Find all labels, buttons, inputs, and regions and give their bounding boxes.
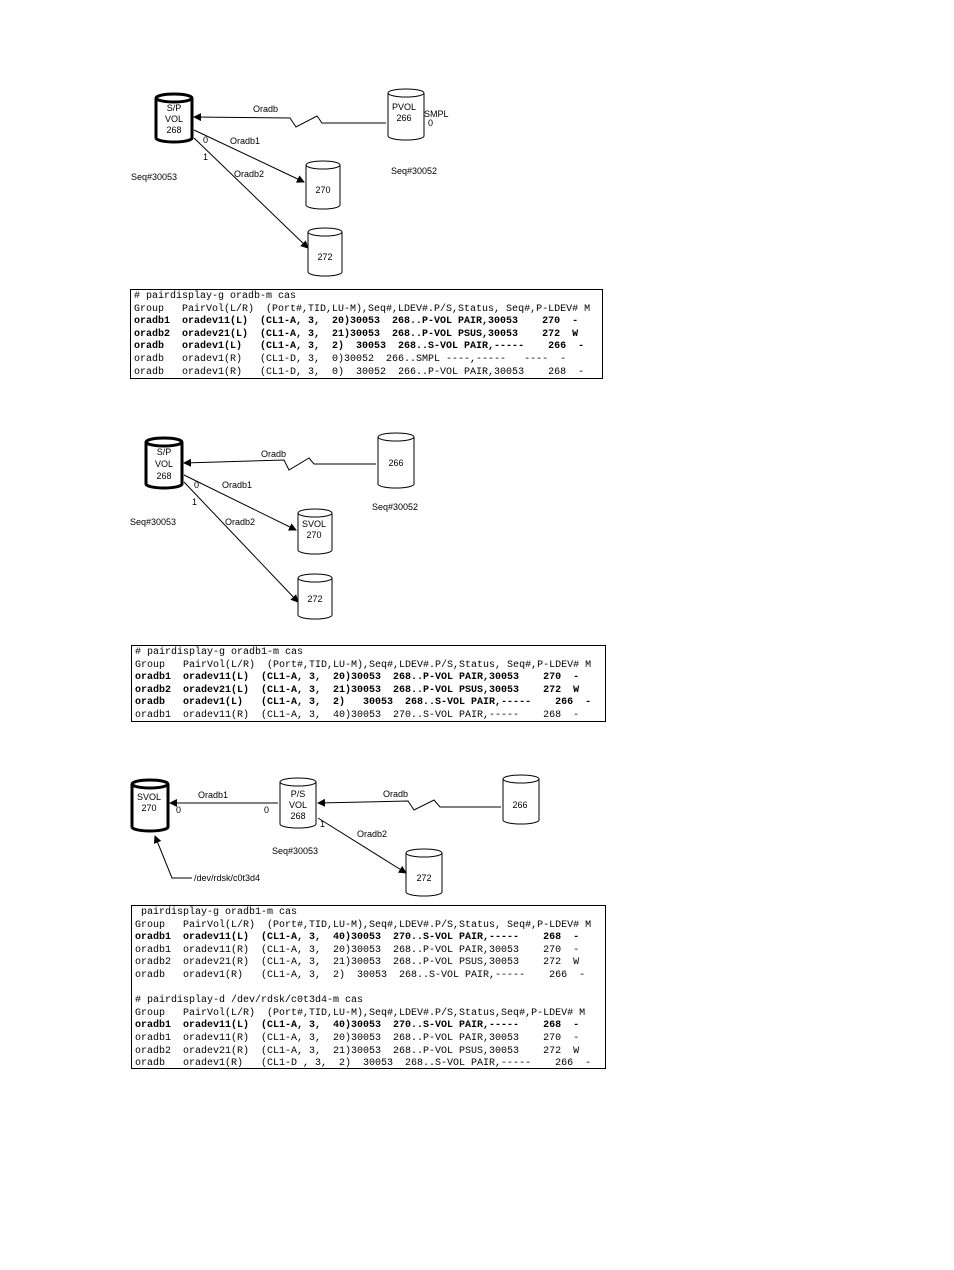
ps-vol-label-1: P/S	[291, 789, 306, 799]
diagram-1: S/P VOL 268 PVOL 266 SMPL 0 270 272 Orad…	[131, 88, 449, 277]
oradb2-link-label: Oradb2	[234, 169, 264, 179]
sp-vol-label-1: S/P	[167, 103, 182, 113]
oradb1-link-label: Oradb1	[198, 790, 228, 800]
terminal-line: oradb oradev1(R) (CL1-D , 3, 2) 30053 26…	[135, 1058, 592, 1069]
sp-vol-label-2: VOL	[165, 114, 183, 124]
seq-left-label: Seq#30053	[130, 517, 176, 527]
oradb1-link	[183, 474, 297, 531]
terminal-line: Group PairVol(L/R) (Port#,TID,LU-M),Seq#…	[135, 1007, 586, 1019]
vol-270-cylinder: 270	[305, 160, 341, 210]
terminal-line	[135, 983, 602, 996]
vol-272-label: 272	[307, 594, 322, 604]
ps-vol-label-2: VOL	[289, 800, 307, 810]
svol-270-label-2: 270	[141, 803, 156, 813]
vol-266-cylinder: 266	[502, 774, 540, 825]
pvol-cylinder: PVOL 266	[387, 88, 425, 141]
terminal-line: Group PairVol(L/R) (Port#,TID,LU-M),Seq#…	[135, 659, 592, 671]
pvol-label-1: PVOL	[392, 102, 416, 112]
sp-vol-label-3: 268	[156, 471, 171, 481]
terminal-line: oradb1 oradev11(R) (CL1-A, 3, 40)30053 2…	[135, 709, 580, 721]
vol-266-label: 266	[512, 800, 527, 810]
oradb-link-label: Oradb	[383, 789, 408, 799]
terminal-line: # pairdisplay-d /dev/rdsk/c0t3d4-m cas	[135, 995, 364, 1007]
oradb-link	[193, 113, 386, 128]
terminal-line: oradb1 oradev11(L) (CL1-A, 3, 40)30053 2…	[135, 1020, 580, 1032]
diagram-3: SVOL 270 P/S VOL 268 266 272 Oradb1 0 0 …	[130, 774, 540, 897]
terminal-line: oradb1 oradev11(L) (CL1-A, 3, 20)30053 2…	[135, 672, 580, 684]
seq-right-label: Seq#30052	[391, 166, 437, 176]
oradb2-link-label: Oradb2	[357, 829, 387, 839]
mu-svol-0-label: 0	[176, 805, 181, 815]
terminal-line: oradb1 oradev11(L) (CL1-A, 3, 40)30053 2…	[135, 932, 580, 944]
terminal-line: oradb oradev1(R) (CL1-A, 3, 2) 30053 268…	[135, 969, 586, 981]
terminal-line: oradb1 oradev11(R) (CL1-A, 3, 20)30053 2…	[135, 1032, 580, 1044]
sp-vol-cylinder: S/P VOL 268	[154, 92, 194, 144]
vol-272-cylinder: 272	[307, 227, 343, 277]
smpl-zero: 0	[428, 118, 433, 128]
terminal-line: oradb1 oradev11(L) (CL1-A, 3, 20)30053 2…	[134, 316, 579, 328]
seq-right-label: Seq#30052	[372, 502, 418, 512]
sp-vol-label-2: VOL	[155, 459, 173, 469]
oradb-link-label: Oradb	[261, 449, 286, 459]
ps-vol-cylinder: P/S VOL 268	[279, 777, 317, 829]
vol-272-cylinder: 272	[405, 848, 443, 897]
terminal-line: oradb2 oradev21(L) (CL1-A, 3, 21)30053 2…	[134, 328, 579, 340]
terminal-line: pairdisplay-g oradb1-m cas	[135, 907, 298, 918]
vol-272-cylinder: 272	[297, 573, 333, 620]
sp-vol-label-3: 268	[166, 125, 181, 135]
oradb1-link-label: Oradb1	[230, 136, 260, 146]
terminal-line: # pairdisplay-g oradb-m cas	[134, 291, 297, 302]
oradb2-link-label: Oradb2	[225, 517, 255, 527]
device-path-pointer	[153, 835, 192, 879]
oradb-link	[183, 457, 376, 471]
diagram-2: S/P VOL 268 266 SVOL 270 272 Oradb Oradb…	[130, 432, 418, 620]
seq-mid-label: Seq#30053	[272, 846, 318, 856]
oradb2-link	[317, 817, 407, 874]
mu-1-label: 1	[192, 497, 197, 507]
pvol-label-2: 266	[396, 113, 411, 123]
oradb-link-label: Oradb	[253, 104, 278, 114]
terminal-line: oradb2 oradev21(R) (CL1-A, 3, 21)30053 2…	[135, 1045, 580, 1057]
vol-272-label: 272	[317, 252, 332, 262]
svol-270-label-1: SVOL	[137, 792, 161, 802]
terminal-line: oradb oradev1(L) (CL1-A, 3, 2) 30053 268…	[135, 697, 592, 709]
sp-vol-label-1: S/P	[157, 447, 172, 457]
vol-272-label: 272	[416, 873, 431, 883]
terminal-line: Group PairVol(L/R) (Port#,TID,LU-M),Seq#…	[134, 303, 591, 315]
mu-1-label: 1	[320, 819, 325, 829]
smpl-label: SMPL	[424, 109, 449, 119]
svol-270-label-2: 270	[306, 530, 321, 540]
seq-left-label: Seq#30053	[131, 172, 177, 182]
terminal-line: Group PairVol(L/R) (Port#,TID,LU-M),Seq#…	[135, 919, 592, 931]
ps-vol-label-3: 268	[290, 811, 305, 821]
mu-0-label: 0	[194, 480, 199, 490]
svol-270-cylinder: SVOL 270	[130, 778, 170, 833]
oradb2-link	[183, 481, 299, 603]
oradb2-link	[193, 137, 309, 249]
mu-1-label: 1	[203, 152, 208, 162]
terminal-line: oradb oradev1(R) (CL1-D, 3, 0)30052 266.…	[134, 353, 567, 365]
terminal-line: oradb1 oradev11(R) (CL1-A, 3, 20)30053 2…	[135, 944, 580, 956]
terminal-line: oradb oradev1(L) (CL1-A, 3, 2) 30053 268…	[134, 341, 585, 353]
terminal-line: oradb2 oradev21(R) (CL1-A, 3, 21)30053 2…	[135, 957, 580, 969]
device-path-label: /dev/rdsk/c0t3d4	[194, 873, 260, 883]
mu-0-label: 0	[203, 135, 208, 145]
vol-270-label: 270	[315, 185, 330, 195]
svol-270-cylinder: SVOL 270	[297, 508, 333, 555]
oradb-link	[317, 798, 501, 811]
terminal-line: oradb2 oradev21(L) (CL1-A, 3, 21)30053 2…	[135, 684, 580, 696]
vol-266-cylinder: 266	[377, 432, 415, 489]
sp-vol-cylinder: S/P VOL 268	[144, 436, 184, 490]
terminal-line: oradb oradev1(R) (CL1-D, 3, 0) 30052 266…	[134, 366, 585, 378]
mu-ps-0-label: 0	[264, 805, 269, 815]
terminal-line: # pairdisplay-g oradb1-m cas	[135, 647, 304, 658]
oradb1-link	[193, 129, 305, 183]
svol-270-label-1: SVOL	[302, 519, 326, 529]
oradb1-link-label: Oradb1	[222, 480, 252, 490]
vol-266-label: 266	[388, 458, 403, 468]
